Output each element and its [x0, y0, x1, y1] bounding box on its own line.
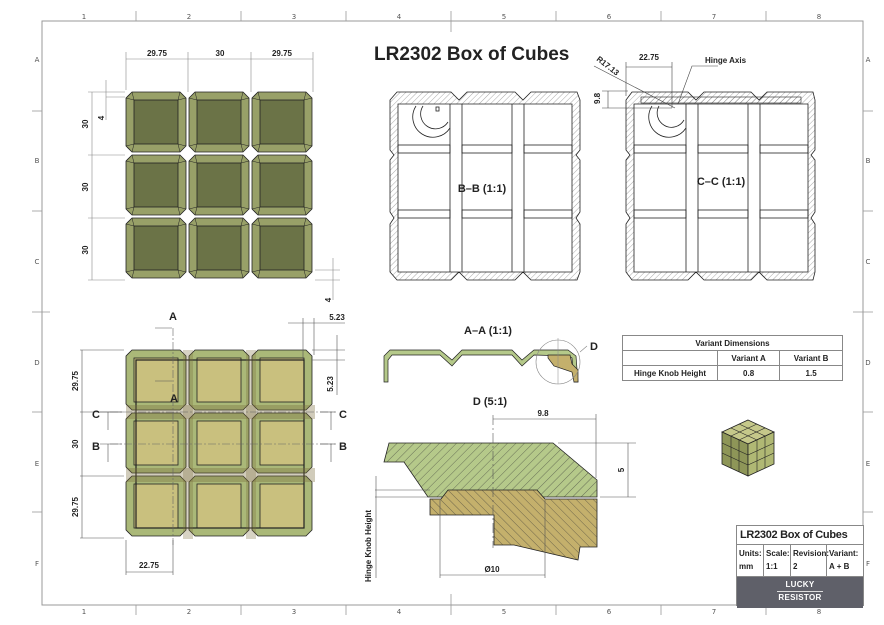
field-label: Units:	[739, 549, 762, 558]
section-marker-a: A	[169, 311, 177, 323]
column-label: 6	[607, 608, 612, 616]
field-value: 1:1	[766, 562, 778, 571]
row-label: D	[34, 359, 39, 367]
column-label: 5	[502, 608, 506, 616]
dimension-label: Ø10	[484, 565, 500, 574]
table-row: Hinge Knob Height 0.8 1.5	[622, 365, 843, 381]
detail-d-view: D (5:1) 9.8 5 Ø10 Hinge Knob Height	[364, 396, 636, 582]
row-label: C	[866, 258, 871, 266]
variant-dimensions-table: Variant Dimensions Variant A Variant B H…	[622, 335, 843, 381]
column-label: 7	[712, 608, 716, 616]
dimension-label: 9.8	[593, 92, 602, 104]
title-block-units: Units: mm	[737, 545, 764, 576]
section-marker-a: A	[170, 393, 178, 405]
column-label: 8	[817, 608, 821, 616]
dimension-label: 29.75	[71, 496, 80, 517]
field-label: Scale:	[766, 549, 790, 558]
drawing-title: LR2302 Box of Cubes	[374, 44, 569, 65]
section-marker-b: B	[339, 441, 347, 453]
column-label: 3	[292, 608, 296, 616]
dimension-label: 29.75	[272, 49, 293, 58]
hinge-axis-label: Hinge Axis	[705, 56, 747, 65]
bottom-view: A A C C B B 29.75 30 29.75 5.23 5.23 22.…	[71, 311, 347, 575]
column-label: 2	[187, 608, 191, 616]
section-aa-view: A–A (1:1) D	[383, 325, 598, 385]
field-value: A + B	[829, 562, 850, 571]
dimension-label: 5.23	[329, 313, 345, 322]
dimension-label: 22.75	[639, 53, 660, 62]
dimension-label: 29.75	[147, 49, 168, 58]
column-label: 7	[712, 13, 716, 21]
variant-table-header	[622, 350, 718, 366]
detail-marker-d: D	[590, 341, 598, 353]
field-value: mm	[739, 562, 754, 571]
variant-table-header: Variant A	[716, 350, 781, 366]
field-label: Variant:	[829, 549, 859, 558]
logo-divider	[777, 591, 823, 592]
column-label: 2	[187, 13, 191, 21]
dimension-label: 30	[216, 49, 225, 58]
row-label: E	[35, 460, 39, 468]
section-cc-label: C–C (1:1)	[697, 176, 746, 188]
row-label: C	[35, 258, 40, 266]
column-label: 5	[502, 13, 506, 21]
column-label: 1	[82, 608, 86, 616]
column-label: 4	[397, 13, 402, 21]
isometric-cube-render	[721, 419, 775, 477]
dimension-label: 30	[81, 182, 90, 191]
section-marker-b: B	[92, 441, 100, 453]
variant-b-value: 1.5	[779, 365, 843, 381]
variant-a-value: 0.8	[716, 365, 781, 381]
dimension-label: 5	[617, 467, 626, 472]
column-label: 8	[817, 13, 821, 21]
hinge-knob-height-label: Hinge Knob Height	[364, 510, 373, 582]
title-block-title: LR2302 Box of Cubes	[737, 526, 863, 545]
title-block-revision: Revision: 2	[791, 545, 830, 576]
dimension-label: 4	[324, 297, 333, 302]
section-marker-c: C	[92, 409, 100, 421]
dimension-label: 9.8	[537, 409, 549, 418]
column-label: 4	[397, 608, 402, 616]
row-label: F	[866, 560, 870, 568]
detail-d-label: D (5:1)	[473, 396, 508, 408]
row-label: B	[35, 157, 40, 165]
logo-text-line1: LUCKY	[785, 580, 815, 589]
dimension-label: 4	[97, 115, 106, 120]
row-label: F	[35, 560, 39, 568]
row-label: B	[866, 157, 871, 165]
dimension-label: 22.75	[139, 561, 160, 570]
lucky-resistor-logo: LUCKY RESISTOR	[737, 577, 863, 608]
dimension-label: 30	[81, 119, 90, 128]
title-block-scale: Scale: 1:1	[764, 545, 791, 576]
row-label: D	[865, 359, 870, 367]
row-label: A	[35, 56, 40, 64]
dimension-label: 30	[71, 439, 80, 448]
radius-label: R17.13	[595, 54, 621, 77]
column-label: 1	[82, 13, 86, 21]
section-aa-label: A–A (1:1)	[464, 325, 512, 337]
dimension-label: 29.75	[71, 370, 80, 391]
column-label: 6	[607, 13, 612, 21]
section-cc-view: R17.13 22.75 9.8 Hinge Axis C–C (1:1)	[593, 53, 816, 281]
dimension-label: 5.23	[326, 376, 335, 392]
field-label: Revision:	[793, 549, 830, 558]
variant-table-title: Variant Dimensions	[622, 335, 843, 351]
title-block-variant: Variant: A + B	[827, 545, 863, 576]
logo-text-line2: RESISTOR	[778, 593, 822, 602]
sheet-frame: 1 2 3 4 5 6 7 8 1 2 3 4 5 6 7 8 A B C D …	[32, 11, 873, 616]
variant-row-label: Hinge Knob Height	[622, 365, 718, 381]
title-block: LR2302 Box of Cubes Units: mm Scale: 1:1…	[736, 525, 864, 608]
row-label: A	[866, 56, 871, 64]
field-value: 2	[793, 562, 798, 571]
variant-table-header: Variant B	[779, 350, 843, 366]
top-view: 29.75 30 29.75 30 30 30 4 4	[81, 49, 340, 302]
section-marker-c: C	[339, 409, 347, 421]
row-label: E	[866, 460, 870, 468]
section-bb-label: B–B (1:1)	[458, 183, 507, 195]
column-label: 3	[292, 13, 296, 21]
section-bb-view: B–B (1:1)	[389, 91, 581, 281]
dimension-label: 30	[81, 245, 90, 254]
